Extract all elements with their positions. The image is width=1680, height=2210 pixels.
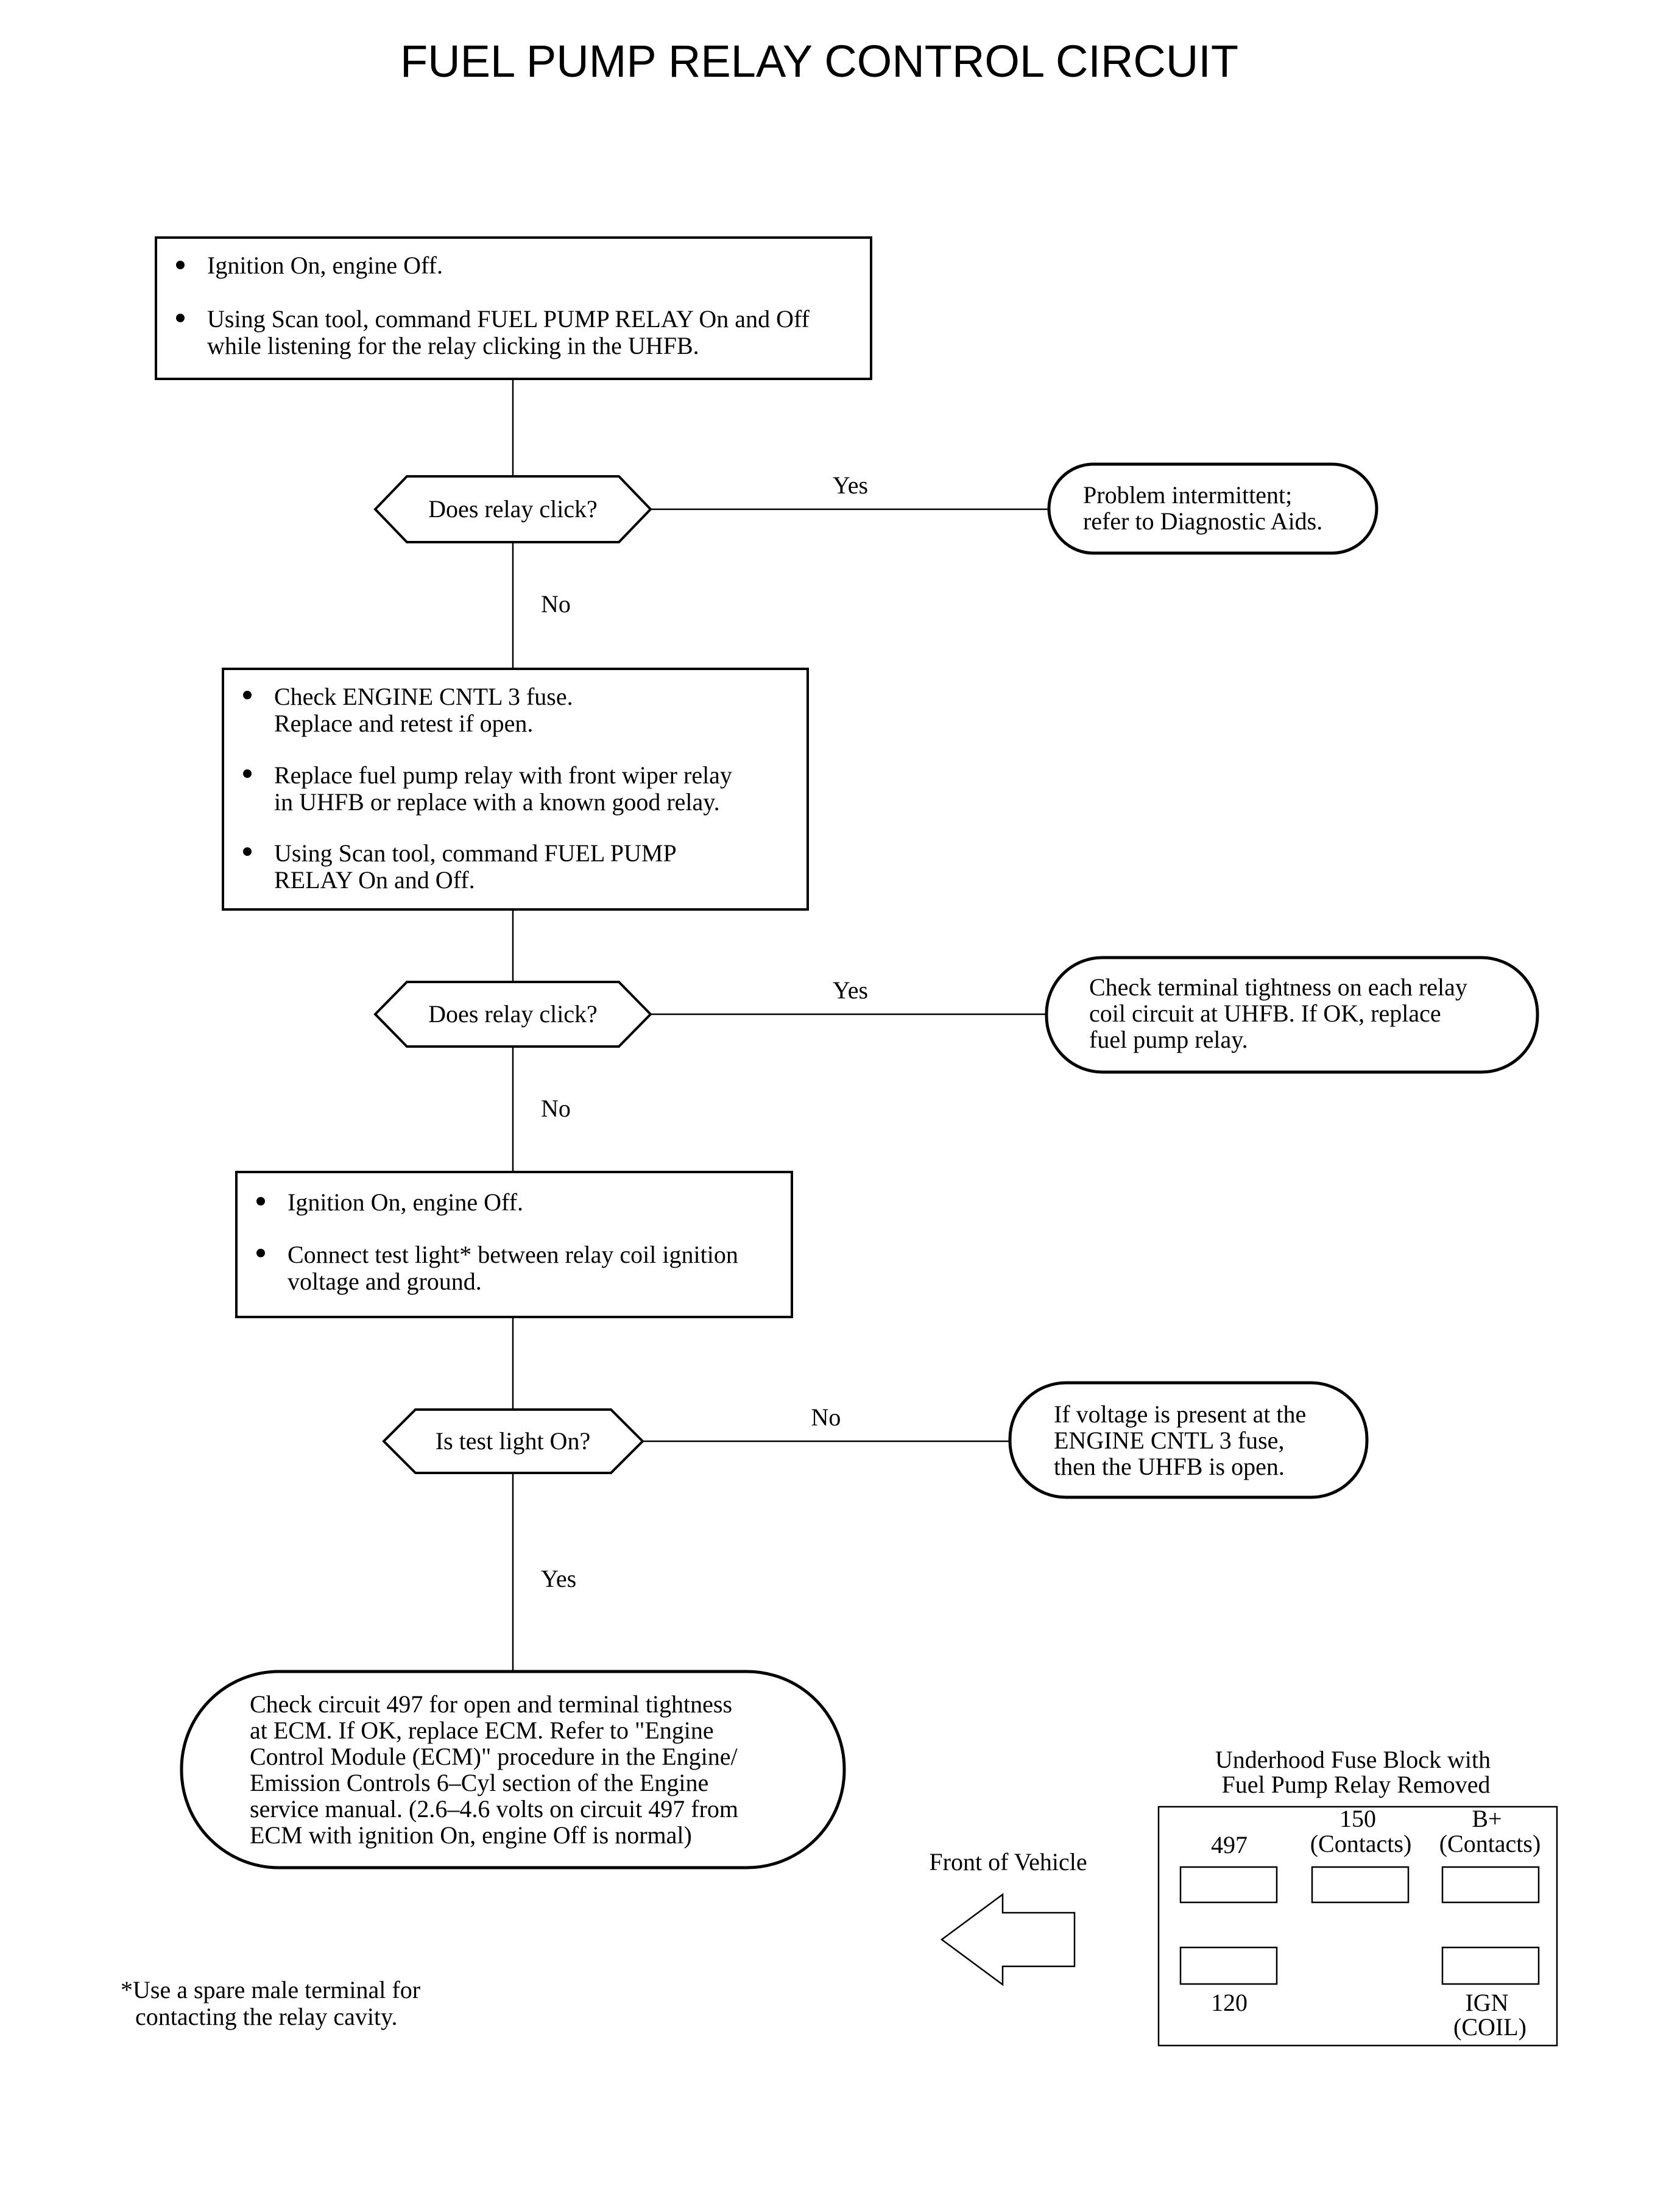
terminal-ign-label: IGN: [1465, 1989, 1508, 2016]
decision3-no-label: No: [811, 1403, 841, 1431]
step3-bullet2-line1: Connect test light* between relay coil i…: [288, 1241, 738, 1268]
step1-bullet2-line1: Using Scan tool, command FUEL PUMP RELAY…: [207, 305, 810, 333]
svg-text:Connect test light* between re: Connect test light* between relay coil i…: [288, 1241, 744, 1295]
step3-bullet1-line1: Ignition On, engine Off.: [288, 1188, 523, 1216]
result2-line3: fuel pump relay.: [1089, 1026, 1248, 1053]
result3-line2: ENGINE CNTL 3 fuse,: [1054, 1427, 1284, 1454]
decision2-diamond: Does relay click?: [373, 981, 652, 1048]
result3-line3: then the UHFB is open.: [1054, 1453, 1285, 1480]
step1-box: Ignition On, engine Off. Using Scan tool…: [155, 236, 872, 380]
final-line2: at ECM. If OK, replace ECM. Refer to "En…: [250, 1717, 714, 1744]
step2-bullet3-line1: Using Scan tool, command FUEL PUMP: [274, 839, 676, 867]
terminal-ign-sublabel: (COIL): [1453, 2013, 1526, 2041]
terminal-bplus-label: B+: [1472, 1805, 1502, 1832]
step1-bullet2-line2: while listening for the relay clicking i…: [207, 332, 699, 359]
bullet-icon: [256, 1249, 265, 1257]
final-line3: Control Module (ECM)" procedure in the E…: [250, 1743, 738, 1770]
decision1-yes-label: Yes: [833, 471, 868, 499]
bullet-icon: [243, 847, 252, 856]
final-line1: Check circuit 497 for open and terminal …: [250, 1690, 732, 1718]
result1-line2: refer to Diagnostic Aids.: [1083, 507, 1322, 535]
step3-bullet2-line2: voltage and ground.: [288, 1268, 482, 1295]
terminal-150-cavity: [1311, 1866, 1410, 1904]
terminal-120-cavity: [1179, 1946, 1278, 1985]
decision2-no-label: No: [541, 1095, 571, 1122]
bullet-icon: [176, 314, 185, 322]
terminal-150-label: 150: [1339, 1805, 1376, 1832]
svg-text:Using Scan tool, command FUEL: Using Scan tool, command FUEL PUMP RELAY…: [274, 839, 682, 894]
footnote: *Use a spare male terminal for contactin…: [121, 1976, 426, 2030]
result1-terminal: Problem intermittent; refer to Diagnosti…: [1047, 462, 1378, 555]
decision2-label: Does relay click?: [428, 1000, 598, 1028]
terminal-150-sublabel: (Contacts): [1310, 1830, 1412, 1857]
svg-text:Check ENGINE CNTL 3 fuse.: Check ENGINE CNTL 3 fuse. Replace and re…: [274, 683, 579, 737]
step3-box: Ignition On, engine Off. Connect test li…: [235, 1171, 793, 1318]
step2-box: Check ENGINE CNTL 3 fuse. Replace and re…: [222, 668, 809, 911]
fuse-block-diagram: Underhood Fuse Block with Fuel Pump Rela…: [1157, 1746, 1558, 2047]
decision1-diamond: Does relay click?: [373, 475, 652, 543]
decision2-yes-label: Yes: [833, 976, 868, 1004]
step2-bullet3-line2: RELAY On and Off.: [274, 866, 475, 894]
step2-bullet2-line2: in UHFB or replace with a known good rel…: [274, 788, 720, 816]
terminal-bplus-cavity: [1441, 1866, 1540, 1904]
footnote-line2: contacting the relay cavity.: [135, 2003, 398, 2030]
result3-line1: If voltage is present at the: [1054, 1400, 1306, 1428]
result2-line1: Check terminal tightness on each relay: [1089, 973, 1467, 1001]
svg-text:If voltage is present at the: If voltage is present at the ENGINE CNTL…: [1054, 1400, 1312, 1480]
step2-bullet1-line1: Check ENGINE CNTL 3 fuse.: [274, 683, 573, 710]
result2-line2: coil circuit at UHFB. If OK, replace: [1089, 1000, 1441, 1027]
decision1-label: Does relay click?: [428, 495, 598, 523]
svg-text:Using Scan tool, command FUEL: Using Scan tool, command FUEL PUMP RELAY…: [207, 305, 816, 359]
decision3-diamond: Is test light On?: [382, 1408, 644, 1474]
final-line4: Emission Controls 6–Cyl section of the E…: [250, 1769, 708, 1796]
svg-text:Ignition On, engine Off.: Ignition On, engine Off.: [207, 252, 443, 279]
bullet-icon: [243, 769, 252, 778]
fuse-block-title-line1: Underhood Fuse Block with: [1215, 1746, 1491, 1773]
svg-text:Problem intermittent; re: Problem intermittent; refer to Diagnosti…: [1083, 481, 1322, 535]
fuse-block-outline: [1157, 1806, 1558, 2047]
svg-text:Underhood Fuse Block with: Underhood Fuse Block with Fuel Pump Rela…: [1215, 1746, 1497, 1798]
footnote-line1: *Use a spare male terminal for: [121, 1976, 420, 2003]
fuse-block-title-line2: Fuel Pump Relay Removed: [1221, 1771, 1490, 1798]
terminal-120-label: 120: [1211, 1989, 1248, 2016]
step2-bullet1-line2: Replace and retest if open.: [274, 710, 533, 737]
bullet-icon: [243, 691, 252, 699]
step2-bullet2-line1: Replace fuel pump relay with front wiper…: [274, 761, 732, 789]
svg-text:IGN (COIL): IGN (COIL): [1453, 1989, 1526, 2041]
svg-text:150 (Contacts): 150 (Contacts): [1310, 1805, 1412, 1857]
front-of-vehicle-label: Front of Vehicle: [929, 1848, 1087, 1876]
terminal-ign-cavity: [1441, 1946, 1540, 1985]
decision3-yes-label: Yes: [541, 1565, 576, 1592]
svg-text:B+ (Contacts): B+ (Contacts): [1439, 1805, 1541, 1857]
final-line5: service manual. (2.6–4.6 volts on circui…: [250, 1795, 738, 1823]
svg-text:Check circuit 497 for open and: Check circuit 497 for open and terminal …: [250, 1690, 744, 1849]
bullet-icon: [176, 261, 185, 269]
page-title: FUEL PUMP RELAY CONTROL CIRCUIT: [400, 36, 1238, 86]
svg-text:Replace fuel pump relay with f: Replace fuel pump relay with front wiper…: [274, 761, 738, 816]
svg-text:Check terminal tightness on ea: Check terminal tightness on each relay c…: [1089, 973, 1474, 1053]
decision1-no-label: No: [541, 590, 571, 618]
svg-text:Ignition On, engine Off.: Ignition On, engine Off.: [288, 1188, 523, 1216]
left-arrow-icon: [940, 1893, 1076, 1986]
result1-line1: Problem intermittent;: [1083, 481, 1292, 509]
step1-bullet1-line1: Ignition On, engine Off.: [207, 252, 443, 279]
terminal-497-cavity: [1179, 1866, 1278, 1904]
terminal-497-label: 497: [1211, 1831, 1248, 1859]
connectors: [512, 379, 1049, 1672]
result2-terminal: Check terminal tightness on each relay c…: [1045, 956, 1539, 1074]
result3-terminal: If voltage is present at the ENGINE CNTL…: [1008, 1381, 1369, 1499]
bullet-icon: [256, 1197, 265, 1206]
final-terminal: Check circuit 497 for open and terminal …: [180, 1670, 846, 1869]
decision3-label: Is test light On?: [436, 1427, 590, 1455]
final-line6: ECM with ignition On, engine Off is norm…: [250, 1821, 692, 1849]
terminal-bplus-sublabel: (Contacts): [1439, 1830, 1541, 1857]
